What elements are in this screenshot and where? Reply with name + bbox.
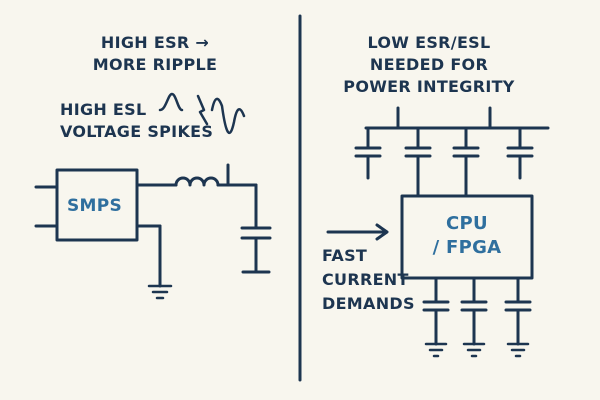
esr-heading-line-2: MORE RIPPLE: [92, 55, 218, 74]
decoupling-network: [326, 106, 550, 358]
top-capacitor-1: [354, 126, 382, 180]
esl-label-line-1: HIGH ESL: [60, 100, 147, 119]
cpu-fpga-chip: [400, 194, 534, 280]
spike-lightning-icon: [196, 94, 209, 126]
esl-spikes-label: HIGH ESL VOLTAGE SPIKES: [60, 99, 213, 143]
bottom-capacitor-1: [422, 276, 450, 358]
demand-line-1: FAST: [322, 246, 368, 265]
smps-circuit: [34, 163, 272, 300]
current-demands-label: FAST CURRENT DEMANDS: [322, 244, 415, 316]
demand-line-3: DEMANDS: [322, 294, 415, 313]
inductor-symbol: [174, 176, 220, 187]
esl-label-line-2: VOLTAGE SPIKES: [60, 122, 214, 141]
top-capacitor-2: [404, 126, 432, 198]
top-capacitor-4: [506, 126, 534, 180]
low-esr-heading: LOW ESR/ESL NEEDED FOR POWER INTEGRITY: [316, 32, 542, 98]
esr-heading-line-1: HIGH ESR →: [100, 33, 210, 52]
demand-line-2: CURRENT: [322, 270, 409, 289]
smps-label: SMPS: [67, 196, 123, 216]
esr-ripple-heading: HIGH ESR → MORE RIPPLE: [78, 32, 232, 76]
smps-block: [55, 168, 139, 242]
bottom-capacitor-2: [460, 276, 488, 358]
low-esr-line-2: NEEDED FOR: [369, 55, 489, 74]
voltage-spike-waveform: [210, 97, 246, 135]
chip-label-line-1: CPU: [446, 213, 488, 234]
low-esr-line-3: POWER INTEGRITY: [343, 77, 515, 96]
low-esr-line-1: LOW ESR/ESL: [367, 33, 491, 52]
chip-label: CPU / FPGA: [412, 212, 522, 260]
chip-label-line-2: / FPGA: [432, 237, 502, 258]
ripple-waveform: [158, 92, 184, 112]
bottom-capacitor-3: [504, 276, 532, 358]
current-arrow-head: [375, 223, 389, 241]
top-capacitor-3: [452, 126, 480, 198]
